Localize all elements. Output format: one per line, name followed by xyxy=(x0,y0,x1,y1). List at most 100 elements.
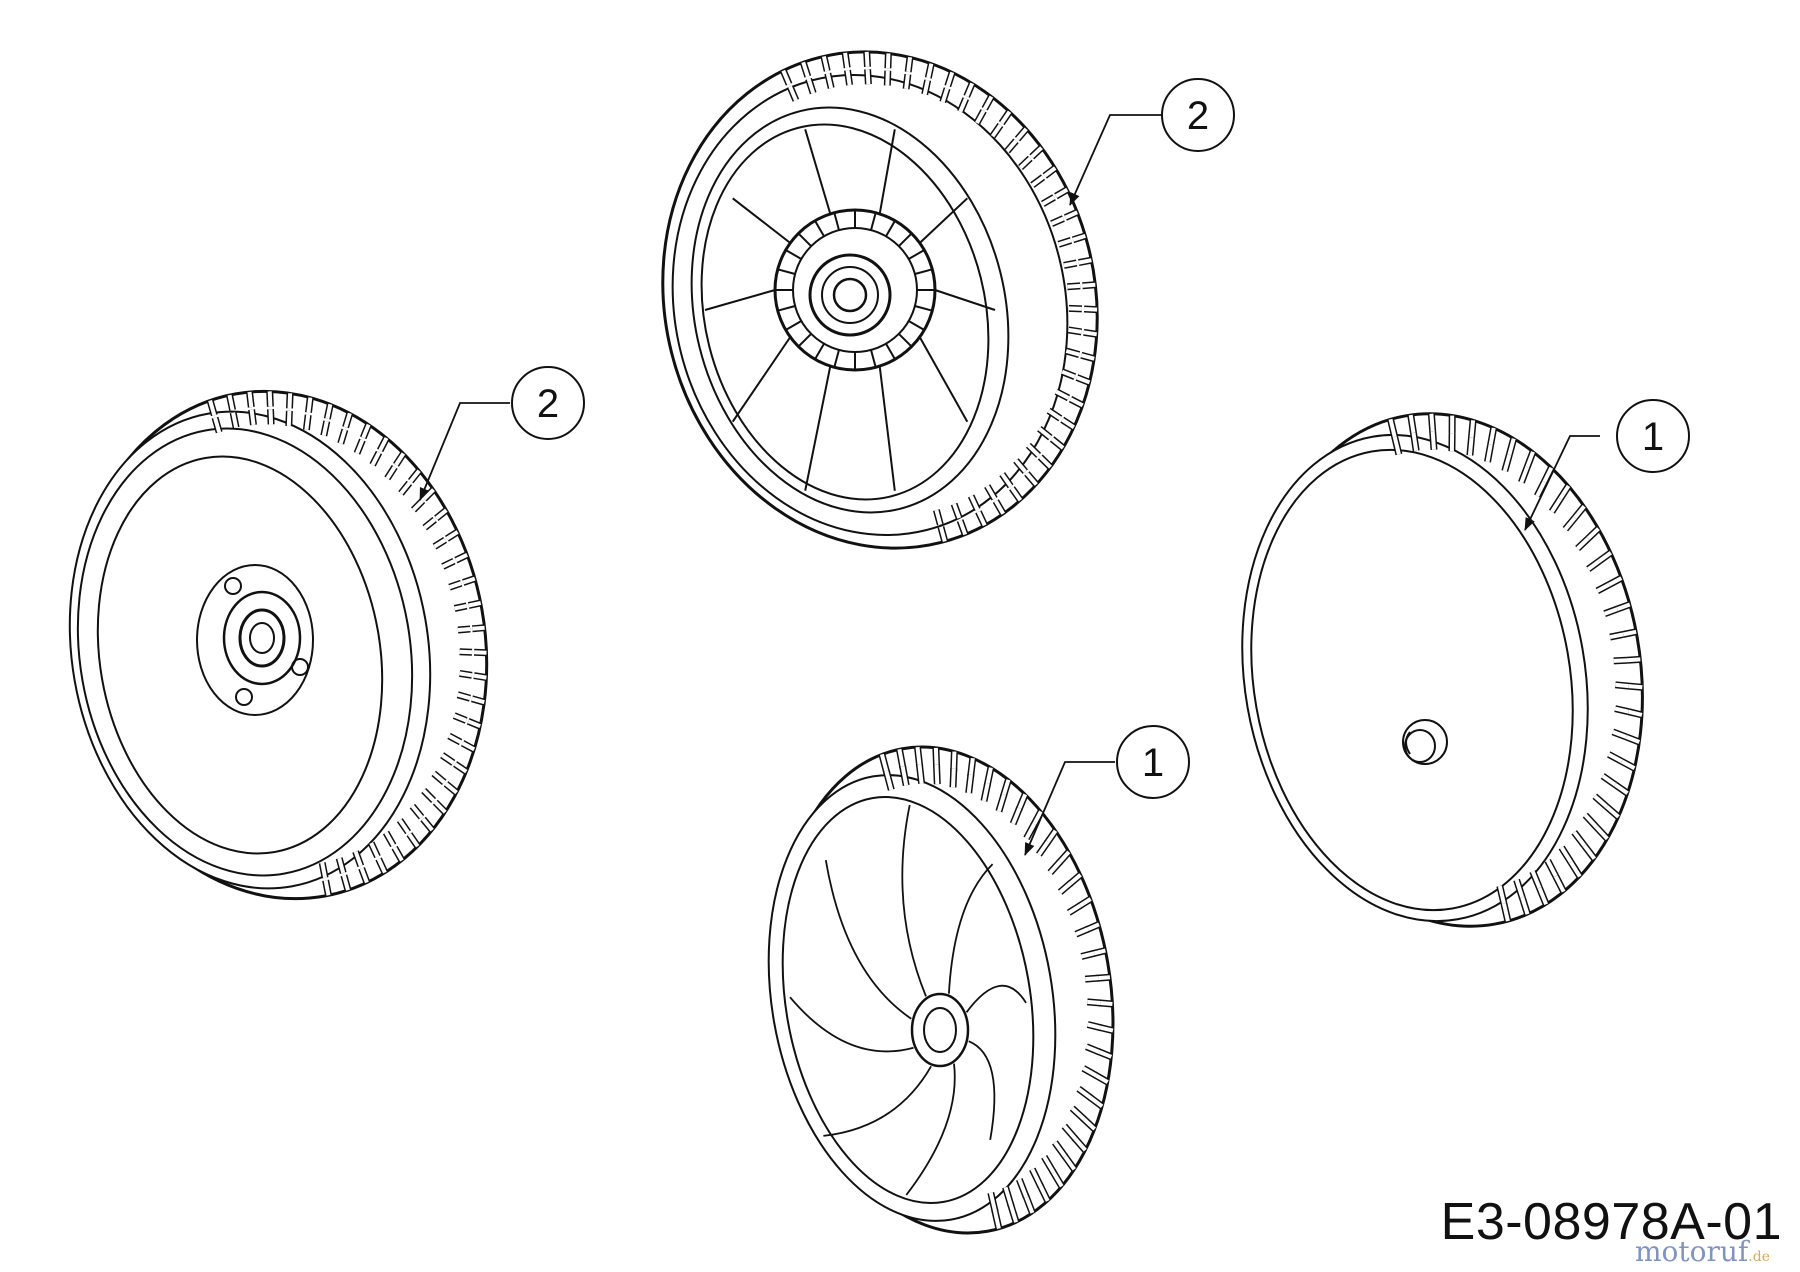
tread-block-inner xyxy=(306,397,313,413)
callout-bubble-bottom: 1 xyxy=(1116,725,1190,799)
gear-tooth xyxy=(885,343,896,360)
tread-block-inner xyxy=(1488,427,1496,446)
tread-block-inner xyxy=(1076,375,1091,385)
leader-line-left xyxy=(419,402,510,501)
tread-block-inner xyxy=(1625,735,1641,744)
leader-line-right xyxy=(1524,435,1600,531)
gear-tooth xyxy=(814,220,825,237)
tread-block-inner xyxy=(1016,793,1028,811)
tread-block-inner xyxy=(1603,607,1618,616)
tread-block-inner xyxy=(1062,1124,1078,1141)
tread-block-inner xyxy=(1019,156,1032,169)
tread-block-inner xyxy=(398,818,410,834)
tread-block-inner xyxy=(985,484,997,500)
tread-block-inner xyxy=(1616,602,1631,611)
tread-block-inner xyxy=(994,499,1005,515)
tread-block-inner xyxy=(433,538,447,549)
wheel-spoke xyxy=(919,197,968,244)
gear-tooth xyxy=(898,333,913,348)
tread-block-inner xyxy=(1067,283,1081,289)
tread-block-inner xyxy=(1605,805,1620,819)
tread-block-inner xyxy=(337,857,346,874)
tread-block-inner xyxy=(1054,187,1069,198)
tread-block-inner xyxy=(1038,427,1052,440)
drawing-number: E3-08978A-01 xyxy=(1440,1193,1782,1251)
tread-block-inner xyxy=(1097,1049,1113,1059)
tread-block-inner xyxy=(473,673,487,680)
tread-block-inner xyxy=(1613,782,1629,795)
tread-block-inner xyxy=(448,734,462,744)
tread-block-inner xyxy=(865,69,871,85)
tread-block-inner xyxy=(1469,420,1476,438)
tread-block-inner xyxy=(806,78,816,94)
tread-block-inner xyxy=(940,87,950,103)
tread-block-inner xyxy=(459,671,473,678)
tread-block-inner xyxy=(1037,840,1050,856)
tread-block-inner xyxy=(353,850,363,867)
tread-block-inner xyxy=(1083,330,1098,337)
tread-block-inner xyxy=(432,771,446,784)
gear-tooth xyxy=(833,212,840,231)
tread-block-inner xyxy=(1550,497,1562,513)
tread-block-inner xyxy=(1065,349,1080,357)
tread-block-inner xyxy=(1519,466,1530,484)
tread-block-inner xyxy=(435,508,448,520)
tread-block-inner xyxy=(459,649,473,655)
tread-block-inner xyxy=(249,409,256,426)
wheel-spoke xyxy=(804,365,832,491)
tread-block-inner xyxy=(1000,472,1013,488)
tread-block-inner xyxy=(370,451,381,466)
tread-block-inner xyxy=(1069,397,1084,408)
tread-block-inner xyxy=(384,831,396,847)
tread-block-inner xyxy=(781,69,791,86)
wheel-vane xyxy=(789,996,914,1053)
tread-block-inner xyxy=(361,423,371,439)
tread-block-inner xyxy=(1088,1095,1104,1108)
tread-block-inner xyxy=(933,747,939,768)
tread-block-inner xyxy=(1429,413,1435,432)
tread-block-inner xyxy=(1064,210,1079,220)
tread-block-inner xyxy=(1582,844,1596,860)
tread-block-inner xyxy=(1537,887,1548,905)
tread-block-inner xyxy=(996,793,1006,812)
tread-block-inner xyxy=(457,627,471,632)
tread-block-inner xyxy=(1573,505,1586,520)
tread-block-inner xyxy=(1030,146,1043,159)
wheel-spoke xyxy=(918,336,969,423)
tread-block-inner xyxy=(885,70,890,86)
gear-tooth xyxy=(797,232,812,247)
tread-block-inner xyxy=(472,625,485,631)
tread-block-inner xyxy=(1014,459,1027,473)
tread-block-inner xyxy=(900,765,909,786)
gear-tooth xyxy=(777,268,796,275)
tread-block-inner xyxy=(433,800,447,814)
tread-block-inner xyxy=(934,509,943,526)
tread-block-inner xyxy=(1553,875,1566,893)
tread-block-inner xyxy=(1026,443,1041,457)
gear-tooth xyxy=(870,212,877,231)
tread-block-inner xyxy=(323,879,331,896)
tread-block-inner xyxy=(1411,432,1419,452)
tread-block-inner xyxy=(1063,261,1077,268)
tread-block-inner xyxy=(461,741,476,752)
watermark-suffix: .de xyxy=(1748,1249,1770,1265)
tread-block-inner xyxy=(394,452,406,466)
tread-block-inner xyxy=(1010,487,1023,502)
tread-block-inner xyxy=(231,412,239,428)
tread-block-inner xyxy=(968,757,975,777)
tread-block-inner xyxy=(1085,922,1100,932)
tread-block-inner xyxy=(454,603,468,611)
tread-block-inner xyxy=(1558,484,1571,500)
tread-block-inner xyxy=(1062,1153,1076,1171)
callout-bubble-top: 2 xyxy=(1161,78,1235,152)
gear-tooth xyxy=(908,249,925,260)
tread-block-inner xyxy=(843,52,850,69)
tread-block-inner xyxy=(1011,807,1022,825)
tread-block-inner xyxy=(444,782,458,795)
gear-tooth xyxy=(898,232,913,247)
wheel-spoke xyxy=(731,336,792,423)
tread-block-inner xyxy=(1501,903,1510,922)
tread-block-inner xyxy=(926,63,934,79)
leader-lines xyxy=(419,114,1600,856)
tread-block-inner xyxy=(1068,327,1082,334)
